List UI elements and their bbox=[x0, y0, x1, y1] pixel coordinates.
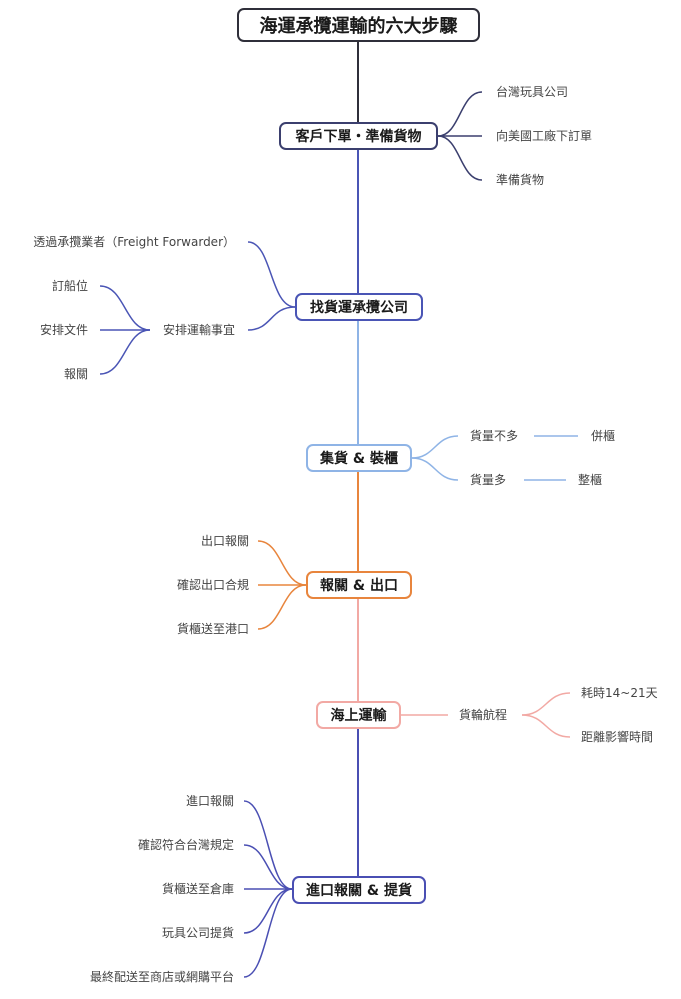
step-6-child-1: 進口報關 bbox=[185, 794, 234, 808]
step-3-child-1: 貨量不多 bbox=[470, 429, 519, 443]
step-2-child-1: 透過承攬業者（Freight Forwarder） bbox=[33, 235, 235, 249]
step-6-child-5: 最終配送至商店或網購平台 bbox=[89, 970, 234, 984]
branch-s1-c3 bbox=[437, 135, 483, 181]
step-3-node: 集貨 & 裝櫃 bbox=[306, 444, 412, 472]
step-1-node: 客戶下單・準備貨物 bbox=[279, 122, 438, 150]
step-6-child-3: 貨櫃送至倉庫 bbox=[161, 882, 234, 896]
branch-s3-c1 bbox=[411, 435, 459, 459]
step-4-child-1: 出口報關 bbox=[200, 534, 249, 548]
step-4-child-3: 貨櫃送至港口 bbox=[176, 622, 249, 636]
step-1-child-3: 準備貨物 bbox=[496, 173, 545, 187]
step-5-node: 海上運輸 bbox=[316, 701, 401, 729]
branch-s1-c1 bbox=[437, 91, 483, 137]
step-5-grandchild-1: 耗時14~21天 bbox=[581, 686, 658, 700]
branch-s6-c4 bbox=[243, 888, 293, 934]
branch-s6-c2 bbox=[243, 844, 293, 890]
step-5-child-1: 貨輪航程 bbox=[459, 708, 508, 722]
branch-s4-c1 bbox=[257, 540, 307, 586]
step-1-child-2: 向美國工廠下訂單 bbox=[496, 129, 593, 143]
step-1-child-1: 台灣玩具公司 bbox=[496, 85, 569, 99]
step-2-grandchild-2: 安排文件 bbox=[39, 323, 88, 337]
step-2-grandchild-3: 報關 bbox=[63, 367, 88, 381]
branch-s2-g1 bbox=[99, 285, 151, 331]
branch-s4-c3 bbox=[257, 584, 307, 630]
branch-s6-c5 bbox=[243, 888, 293, 978]
step-6-child-4: 玩具公司提貨 bbox=[161, 926, 234, 940]
step-2-grandchild-1: 訂船位 bbox=[51, 279, 88, 293]
step-3-child-2: 貨量多 bbox=[470, 473, 507, 487]
step-3-leaf-2: 整櫃 bbox=[578, 473, 603, 487]
branch-s2-c2 bbox=[247, 306, 296, 331]
step-5-grandchild-2: 距離影響時間 bbox=[581, 730, 654, 744]
step-6-child-2: 確認符合台灣規定 bbox=[137, 838, 234, 852]
step-2-node: 找貨運承攬公司 bbox=[295, 293, 423, 321]
step-3-leaf-1: 併櫃 bbox=[591, 429, 616, 443]
branch-s5-g2 bbox=[521, 714, 571, 738]
branch-s2-c1 bbox=[247, 241, 296, 308]
branch-s2-g3 bbox=[99, 329, 151, 375]
step-2-child-2: 安排運輸事宜 bbox=[162, 323, 235, 337]
step-6-node: 進口報關 & 提貨 bbox=[292, 876, 426, 904]
branch-s5-g1 bbox=[521, 692, 571, 716]
step-4-child-2: 確認出口合規 bbox=[176, 578, 249, 592]
branch-s3-c2 bbox=[411, 457, 459, 481]
mindmap-title: 海運承攬運輸的六大步驟 bbox=[237, 8, 480, 42]
branch-s6-c1 bbox=[243, 800, 293, 890]
step-4-node: 報關 & 出口 bbox=[306, 571, 412, 599]
